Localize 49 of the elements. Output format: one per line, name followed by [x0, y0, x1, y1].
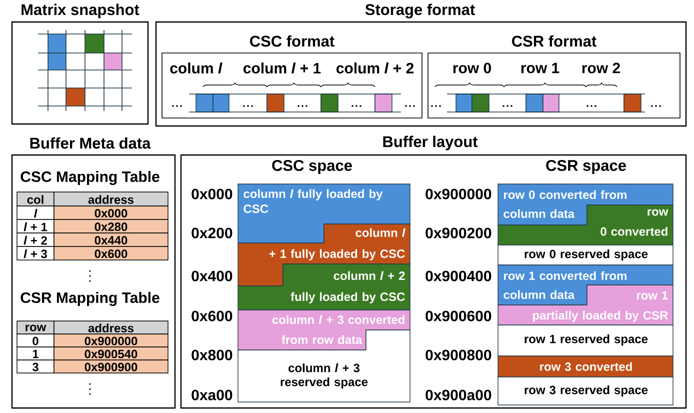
table-cell: l + 2	[16, 232, 54, 247]
address-label: 0x200	[192, 228, 232, 238]
table-cell: 0x900540	[54, 346, 168, 360]
table-cell: l + 1	[16, 219, 54, 234]
address-label: 0x900800	[426, 350, 492, 360]
table-cell: l	[16, 206, 54, 220]
row-label: row 2	[582, 62, 620, 74]
column-label: colum l	[170, 62, 222, 74]
memory-block: row 3 reserved space	[498, 376, 674, 406]
address-label: 0x900600	[426, 310, 492, 322]
table-cell: 0	[16, 334, 54, 348]
table-cell: 0x000	[54, 206, 168, 220]
memory-block: row 3 converted	[498, 356, 674, 378]
table-cell: row	[16, 320, 54, 334]
table-cell: 0x900000	[54, 334, 168, 348]
address-label: 0xa00	[192, 390, 232, 400]
node-label: CSR format	[512, 35, 596, 47]
panel: Matrix snapshot	[11, 4, 149, 125]
table-cell: 0x280	[54, 219, 168, 234]
column-label: colum l + 2	[336, 62, 414, 74]
column-label: colum l + 1	[243, 62, 321, 74]
address-label: 0x800	[192, 350, 232, 360]
table-title: CSR Mapping Table	[20, 292, 160, 306]
table-cell: col	[16, 192, 54, 206]
node-label: Buffer Meta data	[30, 137, 151, 149]
node-label: CSC format	[250, 35, 334, 47]
table-cell: 0x440	[54, 232, 168, 247]
table-cell: l + 3	[16, 246, 54, 260]
table-title: CSC Mapping Table	[20, 170, 160, 186]
table-cell: 0x900900	[54, 360, 168, 374]
table-cell: 0x600	[54, 246, 168, 260]
address-label: 0x900a00	[426, 390, 492, 400]
table-cell: 3	[16, 360, 54, 374]
row-label: row 1	[521, 62, 560, 74]
section-title: CSR space	[546, 160, 626, 174]
address-label: 0x900000	[426, 188, 492, 200]
row-label: row 0	[453, 62, 491, 74]
address-label: 0x900200	[426, 228, 492, 238]
node-label: Buffer layout	[383, 136, 478, 150]
node-label: Matrix snapshot	[22, 4, 140, 18]
memory-block: row 0 reserved space	[498, 244, 674, 266]
address-label: 0x400	[192, 270, 232, 282]
address-label: 0x600	[192, 310, 232, 322]
address-label: 0x000	[192, 188, 232, 200]
node-label: Storage format	[365, 4, 475, 18]
table-cell: 1	[16, 346, 54, 360]
memory-block: row 1 reserved space	[498, 324, 674, 356]
address-label: 0x900400	[426, 270, 492, 282]
section-title: CSC space	[272, 160, 352, 174]
